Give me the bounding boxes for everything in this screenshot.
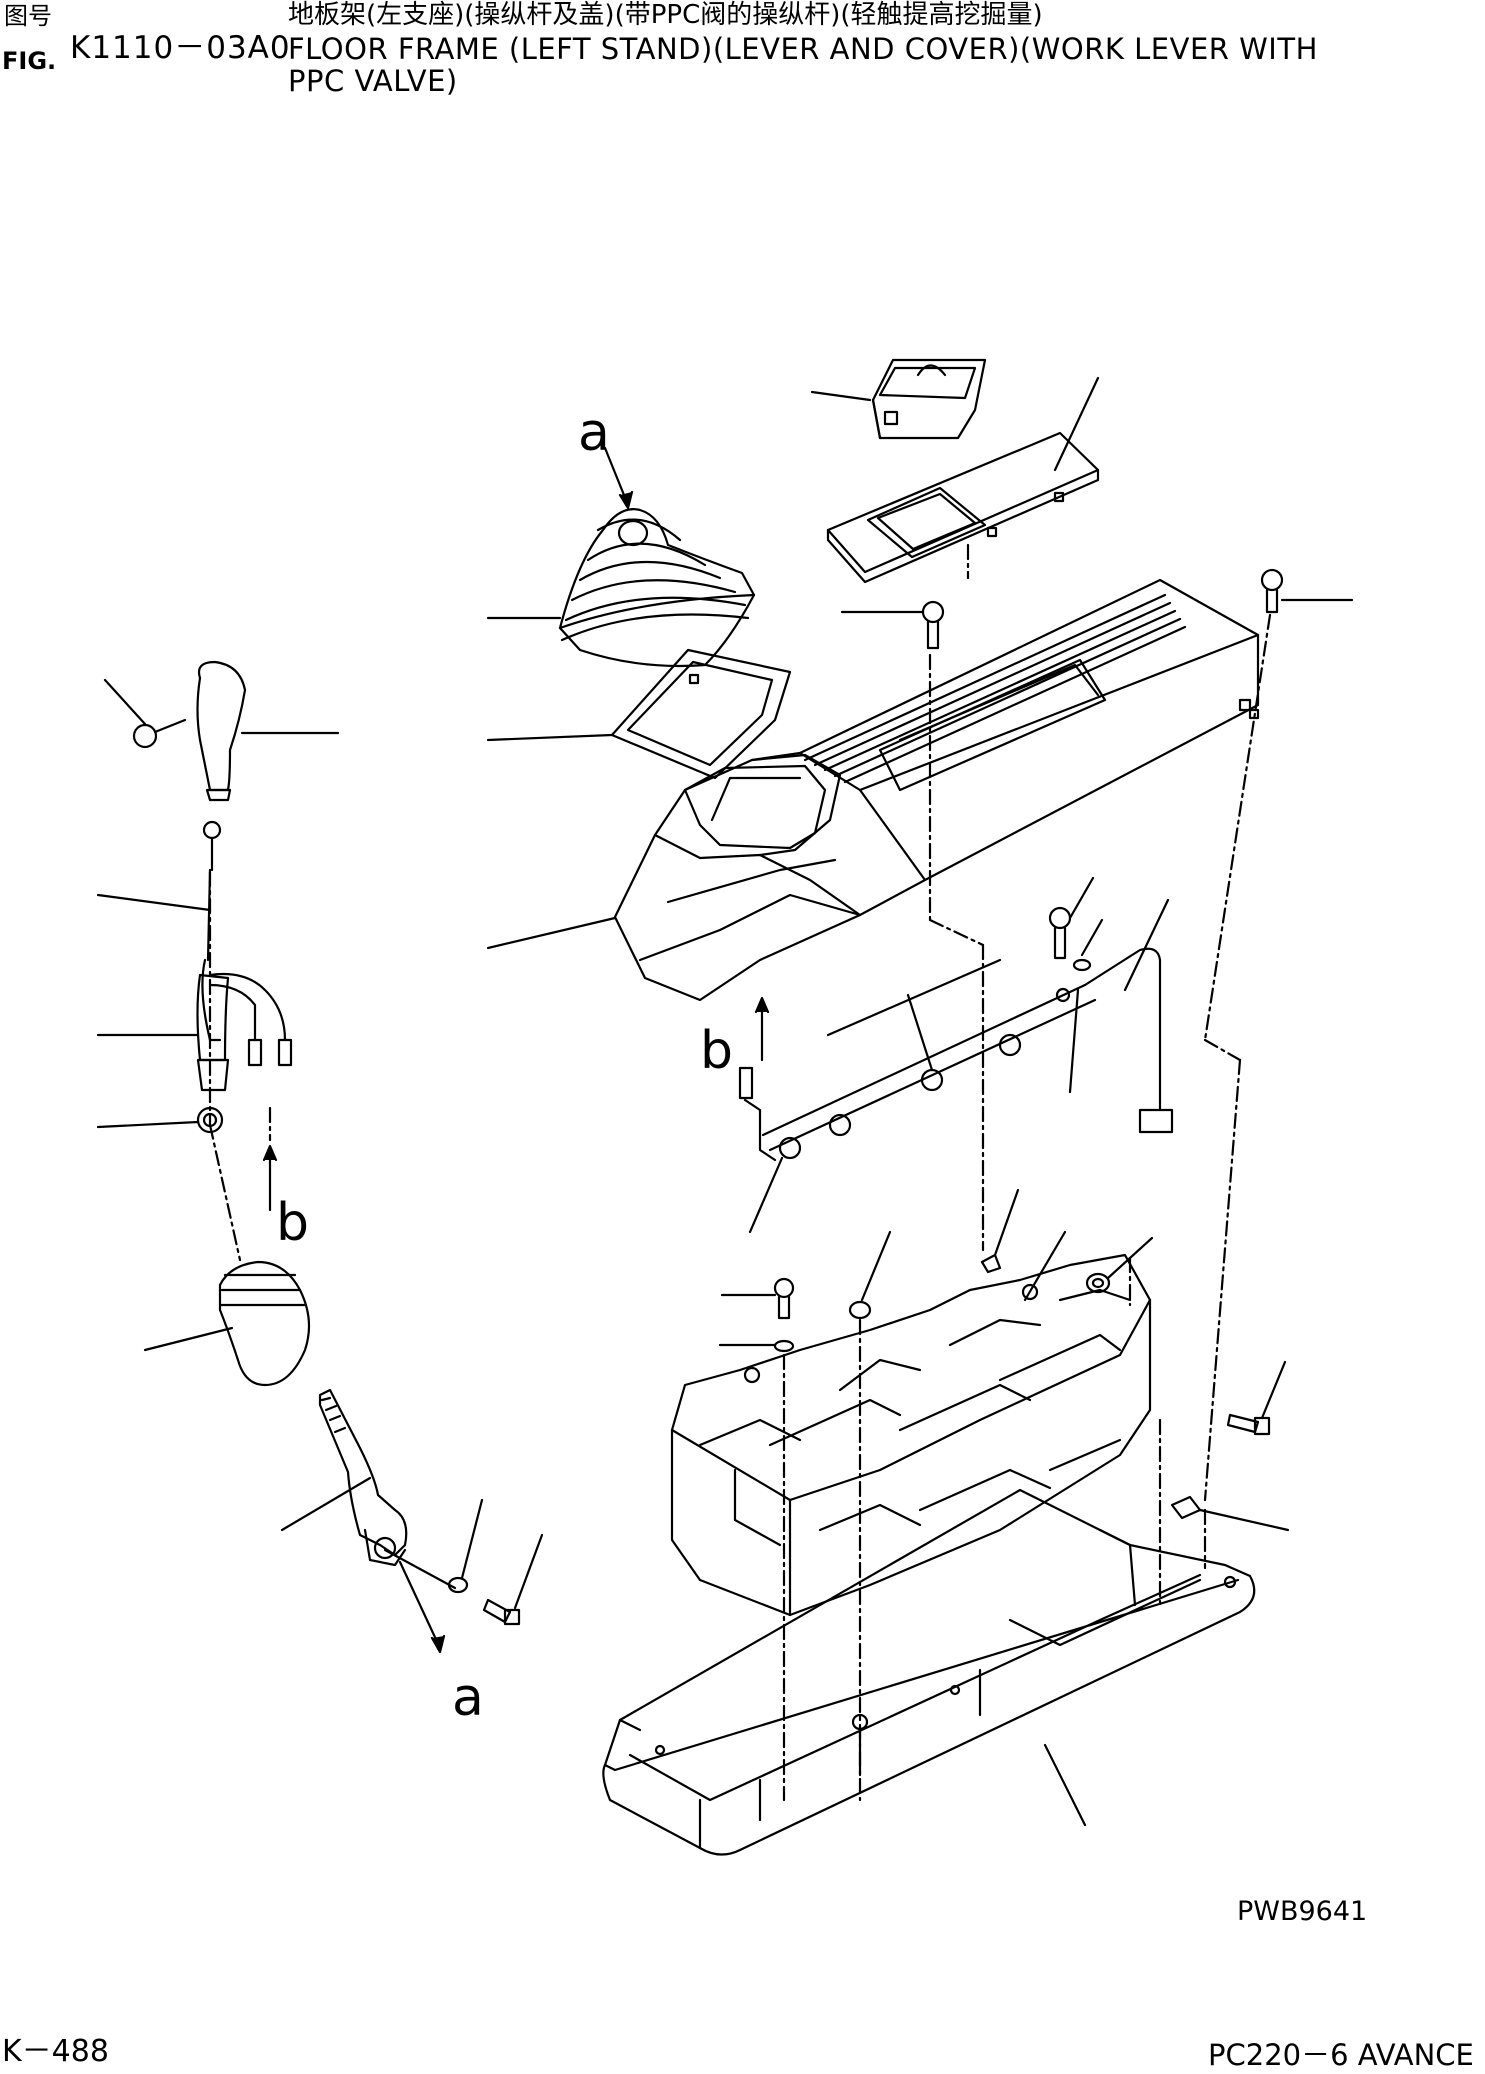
bolt-top-right xyxy=(1260,568,1284,614)
leader-bolt-mid xyxy=(1068,876,1095,920)
leader-harness-top xyxy=(906,993,934,1072)
callout-a-bottom: a xyxy=(452,1668,484,1728)
leader-lever-boot xyxy=(143,1326,234,1352)
model-name: PC220－6 AVANCE xyxy=(1208,2038,1474,2072)
drawing-code: PWB9641 xyxy=(1237,1896,1368,1927)
clip-right xyxy=(1170,1495,1202,1520)
leader-knob-screw xyxy=(103,678,147,726)
leader-base-tray xyxy=(1043,1743,1087,1827)
knob-screw xyxy=(132,718,187,749)
leader-bolt-lower-right xyxy=(1260,1360,1287,1420)
fig-label-en: FIG. xyxy=(2,47,57,75)
gasket-part xyxy=(610,648,792,780)
leader-console-housing xyxy=(486,916,617,950)
clip-lower xyxy=(980,1253,1002,1274)
leader-lever-bolt xyxy=(513,1533,544,1610)
bolt-lower-left xyxy=(773,1277,795,1353)
leader-switch xyxy=(810,390,872,402)
leader-bracket xyxy=(1023,1230,1067,1302)
arrow-a-bottom xyxy=(398,1560,442,1650)
leader-lever-pin xyxy=(383,1548,457,1590)
cover-plate xyxy=(826,431,1100,584)
callout-b-right: b xyxy=(700,1021,733,1081)
lever-boot xyxy=(218,1260,311,1387)
leader-switch-wire xyxy=(96,893,212,912)
wiring-harness xyxy=(738,947,1174,1162)
leader-gasket xyxy=(486,733,614,742)
leader-harness-bottom xyxy=(748,1156,784,1234)
leader-harness-right xyxy=(1123,898,1170,992)
callout-b-left: b xyxy=(276,1193,309,1253)
header: 图号 FIG. K1110－03A0 地板架(左支座)(操纵杆及盖)(带PPC阀… xyxy=(0,0,1485,110)
callout-a-top: a xyxy=(578,403,610,463)
lever-bracket xyxy=(196,973,230,1092)
title-english-line1: FLOOR FRAME (LEFT STAND)(LEVER AND COVER… xyxy=(288,32,1318,66)
switch-part xyxy=(871,358,987,440)
nut-lower-right xyxy=(1085,1272,1111,1294)
console-housing xyxy=(613,578,1260,1002)
leader-washer-mid xyxy=(1080,918,1104,957)
title-chinese: 地板架(左支座)(操纵杆及盖)(带PPC阀的操纵杆)(轻触提高挖掘量) xyxy=(288,0,1043,30)
lower-bracket xyxy=(670,1253,1152,1617)
guide-lines xyxy=(208,543,1272,1802)
leader-clip-right xyxy=(1198,1508,1290,1532)
fig-label-zh: 图号 xyxy=(4,2,52,30)
plug-lower xyxy=(848,1300,872,1320)
page-number: K－488 xyxy=(2,2034,109,2069)
leader-clip-lower xyxy=(993,1188,1020,1257)
lever-bolt xyxy=(482,1598,521,1626)
boot-part xyxy=(558,508,756,668)
lever-knob xyxy=(196,660,247,802)
leader-work-lever xyxy=(280,1476,372,1532)
leader-lever-nut xyxy=(96,1120,200,1129)
leader-plug-lower xyxy=(860,1230,892,1302)
leader-harness-mid xyxy=(1068,988,1080,1094)
lever-nut xyxy=(196,1106,224,1134)
work-lever xyxy=(318,1388,408,1567)
switch-wire xyxy=(201,820,293,1067)
leader-cover-plate xyxy=(1053,376,1100,472)
bolt-top-left xyxy=(921,600,945,650)
leader-lever-washer xyxy=(460,1498,484,1580)
base-tray xyxy=(602,1488,1256,1856)
figure-code: K1110－03A0 xyxy=(70,30,291,66)
title-english-line2: PPC VALVE) xyxy=(288,64,458,98)
